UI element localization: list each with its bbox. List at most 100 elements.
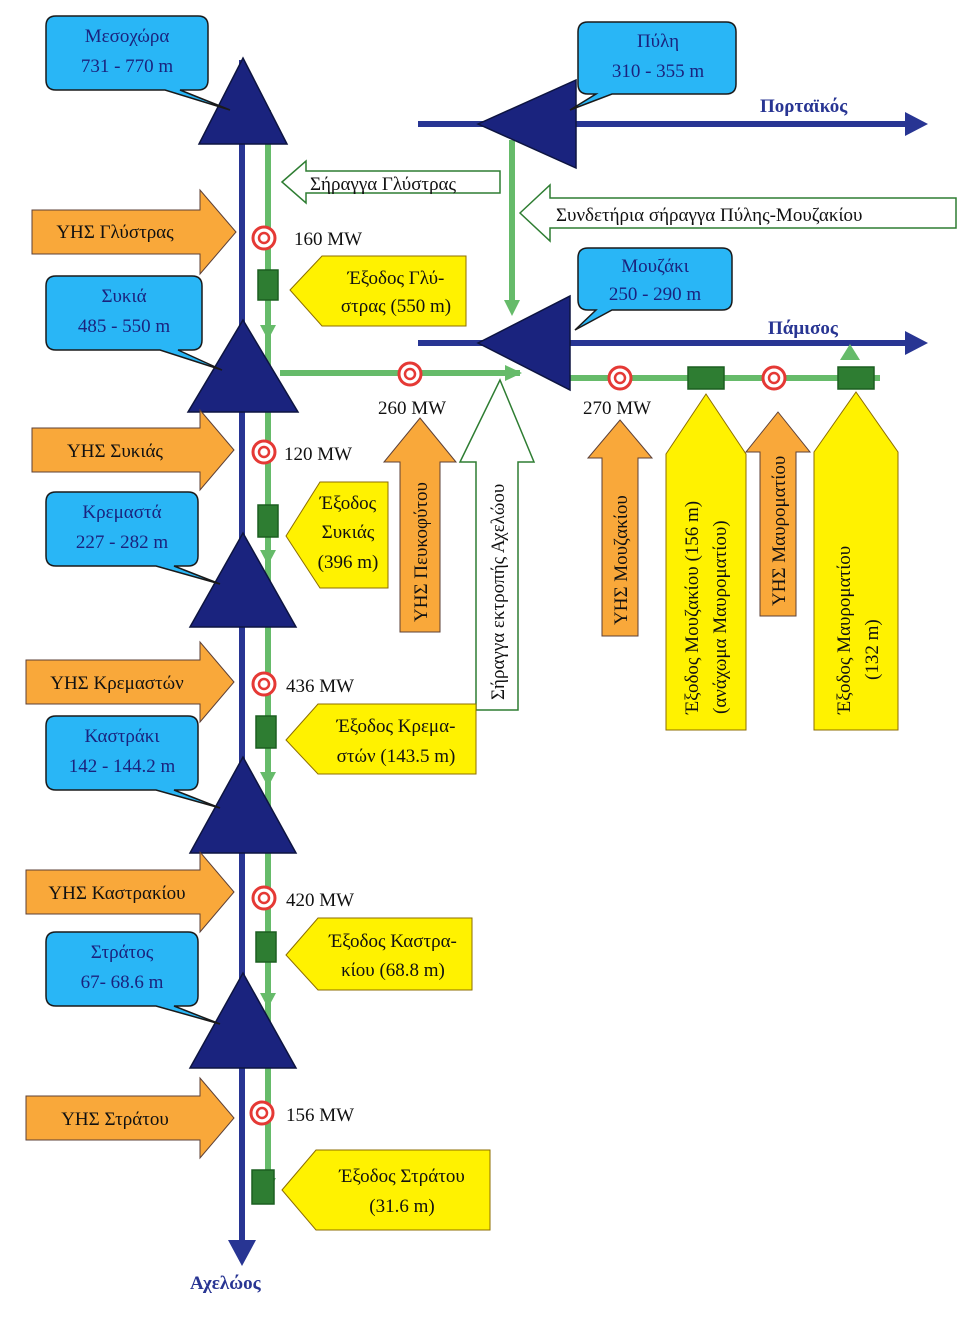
plant-kremasta: ΥΗΣ Κρεμαστών (25, 640, 235, 724)
plant-label: ΥΗΣ Στράτου (61, 1109, 169, 1130)
power-label: 120 MW (284, 444, 352, 465)
exit-block-icon (255, 715, 277, 749)
exit-label-line: Έξοδος (319, 493, 377, 514)
reservoir-name: Στράτος (91, 942, 154, 963)
plant-label: ΥΗΣ Καστρακίου (48, 883, 185, 904)
exit-label-line: (396 m) (318, 552, 379, 573)
reservoir-name: Πύλη (637, 31, 679, 52)
plant-label: ΥΗΣ Κρεμαστών (50, 673, 184, 694)
reservoir-elevation: 731 - 770 m (81, 56, 174, 77)
plant-label: ΥΗΣ Συκιάς (67, 441, 163, 462)
exit-label-line: στών (143.5 m) (337, 746, 456, 767)
power-label: 436 MW (286, 676, 354, 697)
dam-pyli-triangle (476, 78, 577, 170)
power-label: 156 MW (286, 1105, 354, 1126)
exit-stratos: Έξοδος Στράτου (31.6 m) (281, 1149, 491, 1231)
turbine-icon (251, 885, 277, 911)
turbine-icon (251, 439, 277, 465)
exit-sykia: Έξοδος Συκιάς (396 m) (285, 481, 389, 589)
reservoir-kastraki: Καστράκι 142 - 144.2 m (45, 715, 221, 809)
acheloos-river (228, 60, 256, 1266)
reservoir-elevation: 310 - 355 m (612, 61, 705, 82)
exit-label-line: Έξοδος Κρεμα- (336, 716, 456, 737)
power-label: 160 MW (294, 229, 362, 250)
exit-label-line: στρας (550 m) (341, 296, 451, 317)
reservoir-name: Μεσοχώρα (85, 26, 170, 47)
turbine-icon (761, 365, 787, 391)
exit-mouzaki: Έξοδος Μουζακίου (156 m) (ανάχωμα Μαυρομ… (665, 393, 747, 731)
power-label: 420 MW (286, 890, 354, 911)
exit-label-line: Έξοδος Καστρα- (328, 931, 457, 952)
exit-mavromati: Έξοδος Μαυροματίου (132 m) (813, 391, 899, 731)
turbine-icon (397, 361, 423, 387)
plant-label: ΥΗΣ Μαυροματίου (769, 456, 790, 606)
exit-block-icon (837, 366, 875, 390)
plant-mouzaki: ΥΗΣ Μουζακίου (586, 419, 654, 637)
reservoir-sykia: Συκιά 485 - 550 m (45, 275, 223, 371)
exit-block-icon (257, 269, 279, 301)
plant-kastraki: ΥΗΣ Καστρακίου (25, 850, 235, 934)
exit-block-icon (255, 931, 277, 963)
exit-kremasta: Έξοδος Κρεμα- στών (143.5 m) (285, 703, 477, 775)
turbine-icon (249, 1100, 275, 1126)
plant-sykia: ΥΗΣ Συκιάς (31, 408, 235, 492)
dam-kastraki-triangle (188, 755, 298, 854)
exit-label-line: (31.6 m) (369, 1196, 434, 1217)
plant-stratos: ΥΗΣ Στράτου (25, 1076, 235, 1160)
dam-sykia-triangle (186, 318, 300, 413)
turbine-icon (607, 365, 633, 391)
river-label-acheloos: Αχελώος (190, 1273, 262, 1294)
exit-block-icon (251, 1169, 275, 1205)
exit-kastraki: Έξοδος Καστρα- κίου (68.8 m) (285, 917, 473, 991)
tunnel-pyli-mouzaki: Συνδετήρια σήραγγα Πύλης-Μουζακίου (518, 183, 957, 243)
plant-label: ΥΗΣ Πευκοφύτου (411, 482, 432, 622)
power-label: 270 MW (583, 398, 651, 419)
plant-glystra: ΥΗΣ Γλύστρας (31, 188, 237, 276)
reservoir-name: Καστράκι (85, 726, 161, 747)
dam-mesochora-triangle (197, 56, 289, 145)
reservoir-stratos: Στράτος 67- 68.6 m (45, 931, 221, 1025)
reservoir-mesochora: Μεσοχώρα 731 - 770 m (45, 15, 231, 111)
reservoir-elevation: 227 - 282 m (76, 532, 169, 553)
reservoir-name: Κρεμαστά (82, 502, 161, 523)
tunnel-label: Συνδετήρια σήραγγα Πύλης-Μουζακίου (556, 205, 862, 226)
tunnel-label: Σήραγγα εκτροπής Αχελώου (488, 484, 509, 700)
exit-block-icon (257, 504, 279, 538)
reservoir-elevation: 142 - 144.2 m (69, 756, 176, 777)
dam-stratos-triangle (188, 971, 298, 1069)
reservoir-kremasta: Κρεμαστά 227 - 282 m (45, 491, 221, 585)
exit-label-line: κίου (68.8 m) (341, 960, 445, 981)
turbine-icon (251, 225, 277, 251)
reservoir-elevation: 250 - 290 m (609, 284, 702, 305)
power-label: 260 MW (378, 398, 446, 419)
exit-label-line: Έξοδος Μουζακίου (156 m) (682, 501, 703, 715)
tunnel-glystra: Σήραγγα Γλύστρας (280, 159, 501, 205)
tunnel-diversion: Σήραγγα εκτροπής Αχελώου (458, 378, 536, 711)
river-label-pamisos: Πάμισος (768, 318, 839, 339)
exit-label-line: Έξοδος Μαυροματίου (834, 546, 855, 715)
exit-label-line: Έξοδος Γλύ- (347, 268, 445, 289)
reservoir-elevation: 67- 68.6 m (81, 972, 164, 993)
reservoir-elevation: 485 - 550 m (78, 316, 171, 337)
plant-label: ΥΗΣ Γλύστρας (56, 222, 174, 243)
reservoir-pyli: Πύλη 310 - 355 m (569, 21, 737, 111)
tunnel-label: Σήραγγα Γλύστρας (310, 174, 457, 195)
exit-label-line: Συκιάς (322, 522, 375, 543)
plant-pefkofyto: ΥΗΣ Πευκοφύτου (382, 417, 458, 633)
dam-mouzaki-triangle (476, 294, 571, 392)
exit-glystra: Έξοδος Γλύ- στρας (550 m) (289, 255, 467, 327)
reservoir-name: Συκιά (101, 286, 146, 307)
exit-label-line: (132 m) (862, 619, 883, 680)
plant-mavromati: ΥΗΣ Μαυροματίου (744, 411, 812, 617)
turbine-icon (251, 671, 277, 697)
dam-kremasta-triangle (188, 531, 298, 628)
reservoir-name: Μουζάκι (621, 256, 690, 277)
reservoir-mouzaki: Μουζάκι 250 - 290 m (574, 247, 733, 331)
exit-label-line: Έξοδος Στράτου (338, 1166, 465, 1187)
river-label-portaikos: Πορταϊκός (760, 96, 848, 117)
exit-block-icon (687, 366, 725, 390)
plant-label: ΥΗΣ Μουζακίου (611, 495, 632, 625)
exit-label-line: (ανάχωμα Μαυροματίου) (710, 520, 731, 714)
